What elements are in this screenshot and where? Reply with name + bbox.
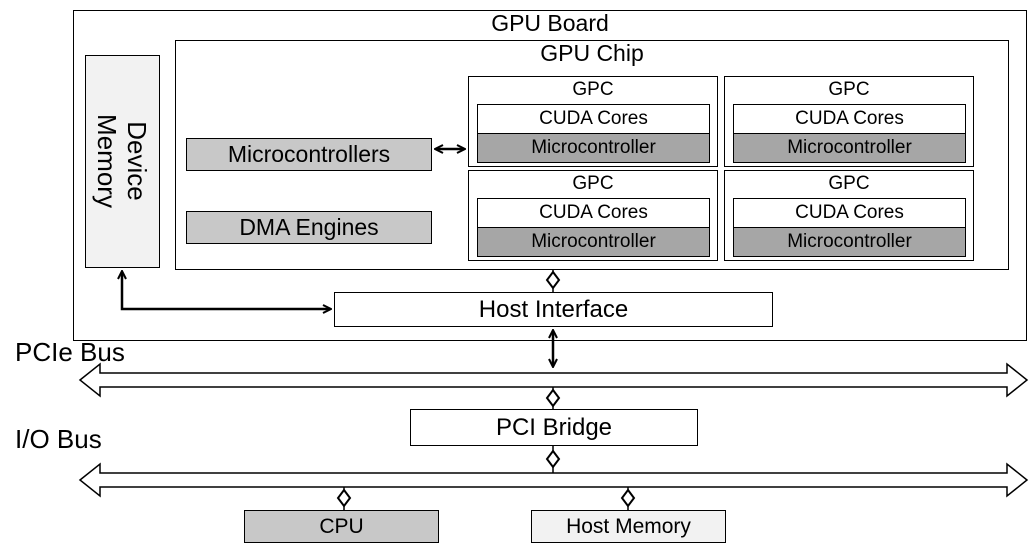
gpc-title: GPC — [828, 173, 870, 194]
pcie-bus-label: PCIe Bus — [15, 337, 125, 367]
cpu-block: CPU — [244, 510, 439, 543]
microcontroller-block: Microcontroller — [733, 227, 966, 257]
gpc-title: GPC — [572, 173, 614, 194]
microcontroller-block: Microcontroller — [477, 133, 710, 163]
microcontroller-label: Microcontroller — [531, 137, 656, 158]
host-interface-block: Host Interface — [334, 292, 773, 327]
chip-host-connector-icon — [545, 270, 561, 290]
io-bus-label: I/O Bus — [15, 424, 102, 454]
microcontroller-block: Microcontroller — [477, 227, 710, 257]
host-memory-connector-icon — [620, 488, 636, 508]
gpc-title: GPC — [572, 79, 614, 100]
io-bus-arrow — [78, 462, 1029, 498]
device-memory — [85, 55, 160, 268]
host-memory-label: Host Memory — [566, 514, 691, 538]
pci-bridge-label: PCI Bridge — [495, 413, 613, 441]
pci-bridge-block: PCI Bridge — [410, 409, 698, 446]
cuda-cores-block: CUDA Cores — [733, 198, 966, 228]
bridge-io-connector-icon — [545, 449, 561, 469]
pcie-bridge-connector-icon — [545, 388, 561, 408]
cuda-cores-block: CUDA Cores — [477, 104, 710, 134]
device-memory-host-arrow — [122, 272, 330, 309]
dma-engines-block: DMA Engines — [186, 211, 432, 244]
cuda-cores-block: CUDA Cores — [477, 198, 710, 228]
cuda-cores-label: CUDA Cores — [795, 108, 904, 129]
microcontroller-block: Microcontroller — [733, 133, 966, 163]
cuda-cores-block: CUDA Cores — [733, 104, 966, 134]
pcie-bus-arrow — [78, 362, 1029, 398]
cpu-connector-icon — [336, 488, 352, 508]
microcontroller-label: Microcontroller — [787, 137, 912, 158]
microcontroller-label: Microcontroller — [787, 231, 912, 252]
gpu-chip-title: GPU Chip — [540, 40, 644, 66]
gpc-title: GPC — [828, 79, 870, 100]
cuda-cores-label: CUDA Cores — [539, 108, 648, 129]
host-memory-block: Host Memory — [531, 510, 726, 543]
cpu-label: CPU — [319, 514, 364, 538]
cuda-cores-label: CUDA Cores — [539, 202, 648, 223]
dma-engines-label: DMA Engines — [239, 214, 379, 240]
microcontroller-label: Microcontroller — [531, 231, 656, 252]
microcontrollers-label: Microcontrollers — [227, 141, 391, 167]
cuda-cores-label: CUDA Cores — [795, 202, 904, 223]
microcontrollers-block: Microcontrollers — [186, 138, 432, 171]
gpu-board-title: GPU Board — [491, 10, 609, 36]
host-interface-label: Host Interface — [478, 295, 629, 323]
